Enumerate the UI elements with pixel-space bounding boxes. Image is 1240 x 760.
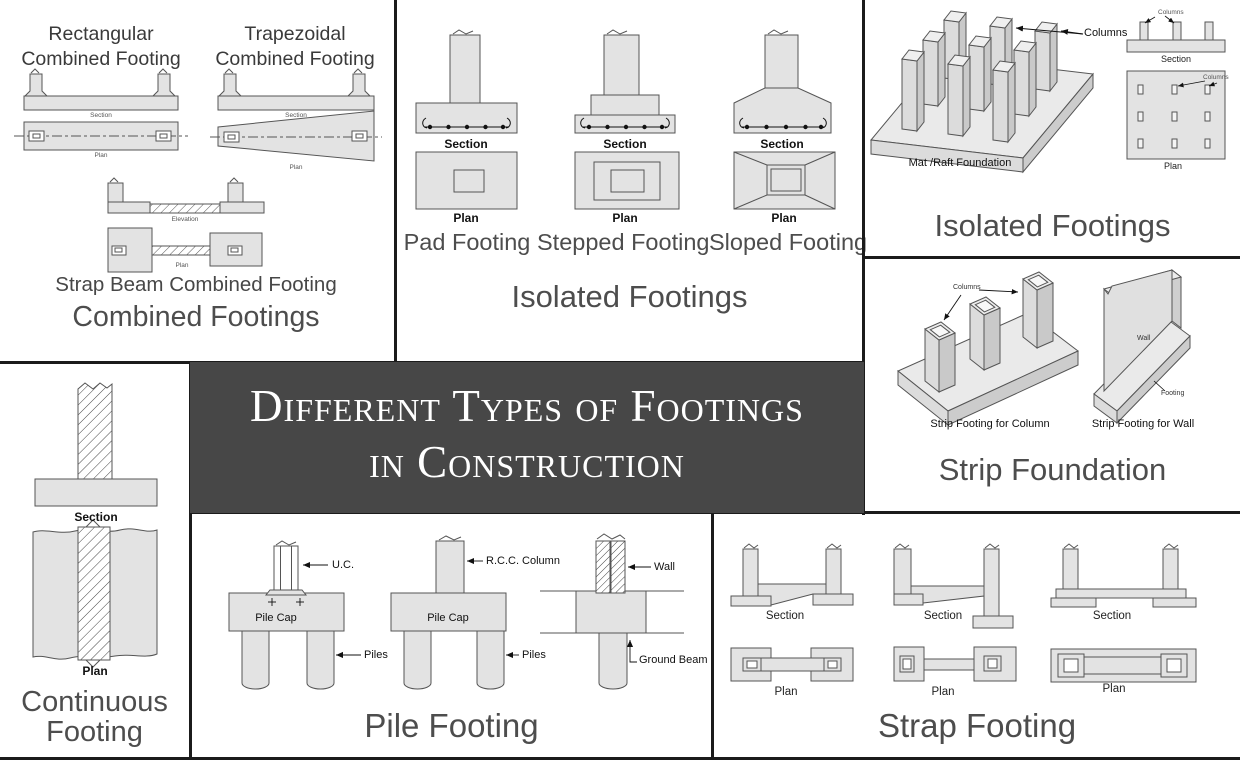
divider: [0, 757, 1240, 760]
columns-label: Columns: [953, 284, 981, 291]
wall-label: Wall: [1137, 335, 1151, 342]
strap-footing-panel: Section Section Section Plan Plan Plan S…: [714, 514, 1240, 757]
columns-label: Columns: [1203, 74, 1229, 81]
mat-raft-caption: Mat /Raft Foundation: [908, 157, 1012, 169]
stepped-footing-caption: Stepped Footing: [537, 229, 710, 255]
columns-label: Columns: [1158, 9, 1184, 16]
sloped-footing-caption: Sloped Footing: [709, 229, 868, 255]
section-label: Section: [765, 610, 805, 622]
strip-footing-wall-caption: Strip Footing for Wall: [1091, 418, 1195, 430]
pad-footing-caption: Pad Footing: [403, 229, 531, 255]
plan-label: Plan: [175, 262, 189, 269]
divider: [394, 0, 397, 364]
section-label: Section: [90, 112, 112, 119]
divider: [862, 256, 1240, 259]
isolated-footings-drawing: [415, 29, 836, 210]
plan-label: Plan: [453, 211, 479, 225]
strip-foundation-panel: Columns Wall Footing Strip Footing for C…: [865, 259, 1240, 511]
strip-footing-column-caption: Strip Footing for Column: [930, 418, 1050, 430]
wall-label: Wall: [654, 561, 675, 573]
piles-label: Piles: [364, 649, 388, 661]
ground-beam-label: Ground Beam: [639, 654, 708, 666]
main-title-box: Different Types of Footings in Construct…: [190, 362, 864, 513]
plan-label: Plan: [774, 686, 798, 698]
isolated-footings-title: Isolated Footings: [511, 279, 748, 314]
mat-raft-panel: Columns Mat /Raft Foundation Columns Sec…: [865, 0, 1240, 256]
plan-label: Plan: [94, 152, 108, 159]
strap-beam-combined-caption: Strap Beam Combined Footing: [55, 273, 337, 296]
section-label: Section: [444, 137, 488, 151]
footing-label: Footing: [1161, 390, 1185, 397]
section-label: Section: [923, 610, 963, 622]
plan-label: Plan: [612, 211, 638, 225]
uc-label: U.C.: [332, 559, 354, 571]
plan-label: Plan: [1102, 683, 1126, 695]
divider: [189, 361, 192, 760]
plan-label: Plan: [771, 211, 797, 225]
columns-label: Columns: [1084, 27, 1128, 39]
pile-footing-title: Pile Footing: [364, 707, 539, 744]
section-label: Section: [1160, 54, 1192, 64]
isolated-footings-title: Isolated Footings: [934, 208, 1171, 243]
continuous-footing-drawing: [32, 382, 158, 668]
rectangular-combined-heading: Rectangular Combined Footing: [21, 23, 181, 70]
section-label: Section: [603, 137, 647, 151]
continuous-footing-panel: Section Plan Continuous Footing: [0, 364, 189, 757]
plan-label: Plan: [1163, 161, 1182, 171]
section-label: Section: [285, 112, 307, 119]
strap-footing-title: Strap Footing: [877, 707, 1077, 744]
section-label: Section: [760, 137, 804, 151]
plan-label: Plan: [289, 164, 303, 171]
plan-label: Plan: [82, 664, 108, 678]
isolated-footings-panel: Section Section Section Plan Plan Plan P…: [397, 0, 868, 361]
section-label: Section: [1092, 610, 1132, 622]
piles-label: Piles: [522, 649, 546, 661]
combined-footings-drawing: [14, 68, 382, 273]
main-title-line1: Different Types of Footings: [250, 381, 804, 431]
trapezoidal-combined-heading: Trapezoidal Combined Footing: [215, 23, 375, 70]
continuous-footing-title-line1: Continuous: [21, 686, 168, 718]
strap-footing-drawing: [730, 543, 1197, 683]
rcc-column-label: R.C.C. Column: [486, 555, 560, 567]
strip-foundation-title: Strip Foundation: [938, 452, 1167, 487]
divider: [711, 511, 714, 760]
main-title-line2: in Construction: [369, 437, 685, 487]
pile-cap-label: Pile Cap: [255, 612, 297, 624]
combined-footings-panel: Rectangular Combined Footing Trapezoidal…: [0, 0, 394, 361]
pile-footing-drawing: [228, 533, 684, 690]
plan-label: Plan: [931, 686, 955, 698]
combined-footings-title: Combined Footings: [72, 301, 320, 333]
continuous-footing-title-line2: Footing: [46, 716, 143, 748]
pile-footing-panel: U.C. Pile Cap Piles R.C.C. Column Pile C…: [192, 514, 711, 757]
mat-raft-drawing: [870, 10, 1226, 174]
elevation-label: Elevation: [171, 216, 199, 223]
section-label: Section: [74, 510, 118, 524]
pile-cap-label: Pile Cap: [427, 612, 469, 624]
strip-foundation-drawing: [897, 268, 1191, 427]
